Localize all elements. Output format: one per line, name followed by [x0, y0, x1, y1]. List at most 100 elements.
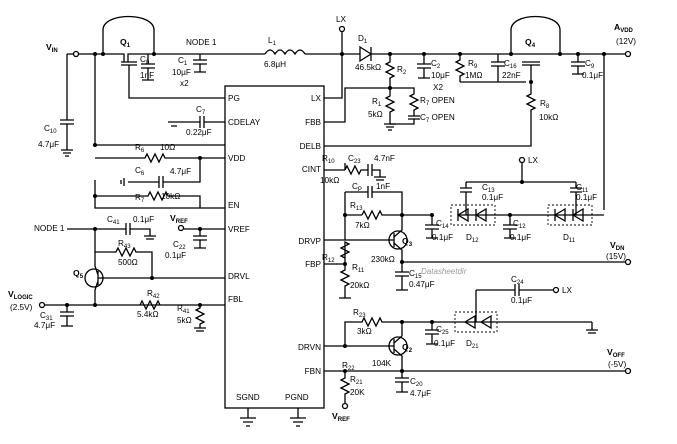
svg-text:R22: R22 — [342, 361, 355, 372]
svg-text:C31: C31 — [40, 311, 53, 322]
svg-text:NODE 1: NODE 1 — [34, 224, 65, 233]
svg-text:0.1μF: 0.1μF — [576, 193, 597, 202]
svg-text:LX: LX — [562, 286, 573, 295]
q3-transistor: Q3 230kΩ — [345, 214, 432, 264]
svg-text:C12: C12 — [513, 219, 526, 230]
svg-text:R7: R7 — [135, 193, 145, 204]
svg-text:1MΩ: 1MΩ — [465, 71, 483, 80]
svg-text:R6: R6 — [135, 143, 145, 154]
svg-text:VLOGIC: VLOGIC — [8, 289, 33, 301]
pin-vdd: VDD — [228, 154, 245, 163]
l1-inductor: L1 6.8μH — [264, 36, 342, 69]
pin-drvp: DRVP — [298, 237, 321, 246]
svg-text:230kΩ: 230kΩ — [371, 255, 395, 264]
svg-text:1nF: 1nF — [376, 182, 390, 191]
q5-transistor: Q5 — [73, 252, 225, 305]
svg-text:C7 OPEN: C7 OPEN — [420, 113, 455, 124]
pin-drvl: DRVL — [228, 272, 250, 281]
svg-text:R1: R1 — [372, 97, 382, 108]
svg-text:C24: C24 — [511, 275, 524, 286]
svg-text:10μF: 10μF — [431, 71, 450, 80]
svg-text:VIN: VIN — [46, 42, 58, 54]
svg-text:3kΩ: 3kΩ — [357, 327, 372, 336]
q1-mosfet: Q1 — [101, 15, 225, 99]
svg-text:0.1μF: 0.1μF — [434, 339, 455, 348]
lx-top-node: LX — [324, 15, 360, 99]
fbn-network: R22 R21 20K VREF C20 4.7μF — [324, 361, 431, 423]
c41-capacitor: C41 0.1μF — [95, 215, 156, 240]
svg-text:46.5kΩ: 46.5kΩ — [355, 63, 381, 72]
svg-text:C25: C25 — [436, 325, 449, 336]
drvp-network: CP 1nF R13 7kΩ — [324, 182, 404, 241]
pin-delb: DELB — [300, 142, 322, 151]
svg-text:4.7μF: 4.7μF — [34, 321, 55, 330]
svg-text:CP: CP — [352, 182, 362, 193]
vref-top-terminal: VREF — [170, 213, 225, 249]
voff-output: VOFF (-5V) — [345, 347, 632, 375]
pin-drvn: DRVN — [298, 343, 321, 352]
svg-text:0.1μF: 0.1μF — [133, 215, 154, 224]
svg-text:6.8μH: 6.8μH — [264, 60, 286, 69]
r43-resistor: R43 500Ω — [94, 229, 153, 278]
svg-text:10μF: 10μF — [172, 68, 191, 77]
r2-r1-divider: 46.5kΩ R2 R1 5kΩ R7 OPEN C7 OPEN — [324, 52, 455, 131]
svg-text:LX: LX — [528, 156, 539, 165]
watermark-text: Datasheetdir — [421, 267, 467, 276]
svg-text:0.1μF: 0.1μF — [432, 233, 453, 242]
svg-text:C7: C7 — [196, 105, 206, 116]
q4-mosfet: Q4 — [509, 15, 562, 82]
r6-resistor: R6 10Ω — [95, 143, 225, 164]
svg-text:X2: X2 — [433, 83, 443, 92]
c10-capacitor: C10 4.7μF — [38, 53, 74, 157]
svg-text:L1: L1 — [268, 36, 277, 47]
svg-text:R23: R23 — [353, 308, 366, 319]
svg-text:C1: C1 — [178, 56, 188, 67]
svg-text:R10: R10 — [322, 154, 335, 165]
vlogic-output: VLOGIC (2.5V) — [8, 289, 225, 312]
svg-text:0.47μF: 0.47μF — [409, 280, 435, 289]
svg-text:(15V): (15V) — [606, 252, 626, 261]
svg-text:R8: R8 — [540, 99, 550, 110]
svg-text:5kΩ: 5kΩ — [177, 316, 192, 325]
svg-text:5kΩ: 5kΩ — [368, 110, 383, 119]
svg-text:R7 OPEN: R7 OPEN — [420, 96, 455, 107]
controller-ic: PG CDELAY VDD EN VREF DRVL FBL LX FBB DE… — [224, 85, 325, 409]
svg-text:C41: C41 — [107, 215, 120, 226]
svg-text:10kΩ: 10kΩ — [161, 192, 180, 201]
svg-text:C13: C13 — [482, 183, 495, 194]
svg-text:R12: R12 — [322, 253, 335, 264]
svg-text:C23: C23 — [348, 154, 361, 165]
avdd-output: AVDD (12V) — [602, 22, 636, 210]
svg-text:R41: R41 — [177, 304, 190, 315]
doubler-chain: LX C13 0.1μF C11 0.1μF D12 D11 C14 0.1μF… — [425, 156, 604, 244]
svg-text:(12V): (12V) — [616, 37, 636, 46]
c6-capacitor: C6 4.7μF — [120, 158, 201, 188]
fbp-network: R12 R11 20kΩ C15 0.47μF — [322, 240, 435, 299]
r7-en-resistor: R7 10kΩ — [93, 190, 201, 208]
svg-text:C11: C11 — [576, 183, 589, 194]
svg-text:R13: R13 — [350, 201, 363, 212]
svg-text:C16: C16 — [504, 59, 517, 70]
pin-lx: LX — [311, 94, 322, 103]
svg-text:D11: D11 — [563, 233, 576, 244]
pin-pg: PG — [228, 94, 240, 103]
pin-pgnd: PGND — [285, 393, 309, 402]
svg-text:R43: R43 — [118, 239, 131, 250]
c16-capacitor: C16 22nF — [460, 54, 526, 83]
svg-text:5.4kΩ: 5.4kΩ — [137, 310, 159, 319]
pin-fbb: FBB — [305, 118, 321, 127]
c22-capacitor: C22 0.1μF — [165, 240, 186, 260]
svg-text:C15: C15 — [409, 269, 422, 280]
svg-text:10kΩ: 10kΩ — [539, 113, 558, 122]
svg-text:10kΩ: 10kΩ — [320, 176, 339, 185]
ic-ground-symbol — [240, 408, 306, 427]
svg-text:VOFF: VOFF — [607, 347, 625, 359]
c2-capacitor: C2 10μF X2 — [417, 52, 450, 92]
node1-left-terminal: NODE 1 — [34, 224, 97, 233]
svg-text:C0: C0 — [140, 55, 150, 66]
svg-text:C10: C10 — [44, 124, 57, 135]
svg-text:VREF: VREF — [332, 411, 350, 423]
svg-text:R21: R21 — [350, 375, 363, 386]
svg-text:C20: C20 — [410, 377, 423, 388]
